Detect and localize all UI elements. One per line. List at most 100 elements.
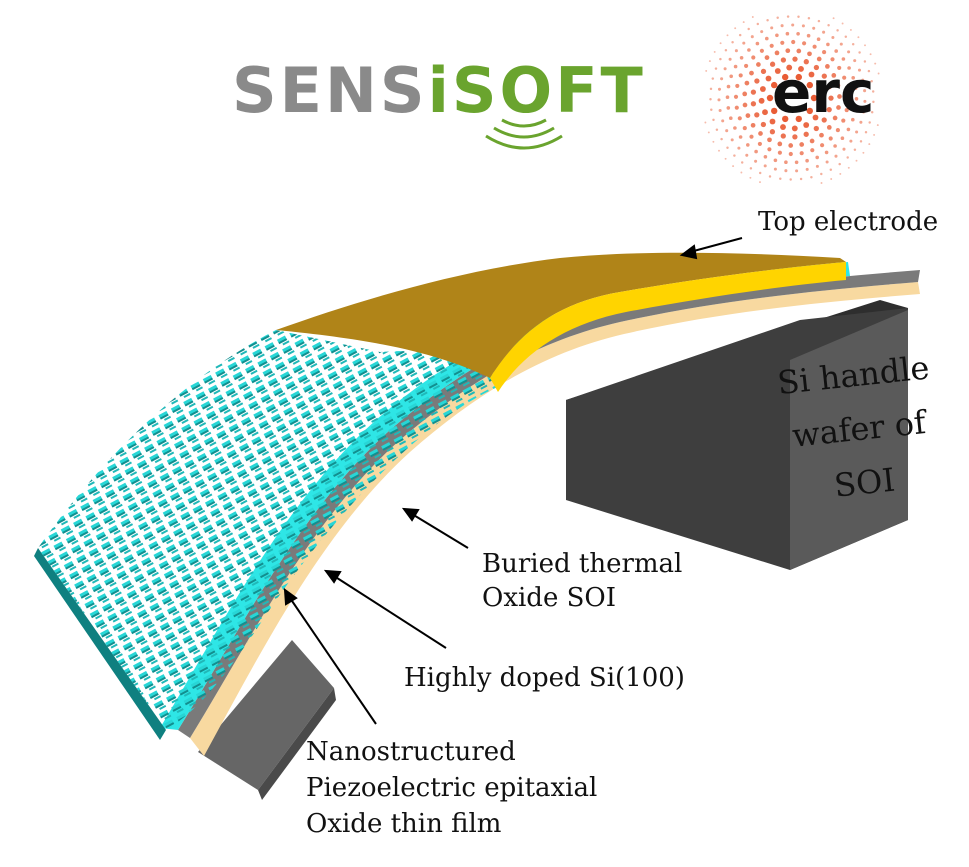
erc-dot <box>766 76 772 82</box>
erc-dot <box>719 109 722 112</box>
erc-dot <box>842 23 844 25</box>
erc-dot <box>789 178 791 180</box>
erc-dot <box>735 84 739 88</box>
erc-dot <box>747 48 751 52</box>
erc-dot <box>758 131 763 136</box>
erc-dot <box>776 17 778 19</box>
erc-dot <box>758 142 762 146</box>
erc-dot <box>848 167 850 169</box>
erc-dot <box>796 49 801 54</box>
erc-dot <box>734 27 736 29</box>
label-buried-oxide-line2: Oxide SOI <box>482 583 616 613</box>
erc-dot <box>813 45 817 49</box>
erc-dot <box>747 28 749 30</box>
erc-dot <box>739 73 743 77</box>
erc-dot <box>807 34 811 38</box>
erc-dot <box>733 126 737 130</box>
erc-dot <box>786 32 790 36</box>
erc-dot <box>729 58 732 61</box>
erc-dot <box>751 35 754 38</box>
erc-dot <box>731 41 733 43</box>
erc-dot <box>754 78 759 83</box>
erc-dot <box>842 148 845 151</box>
erc-dot <box>718 88 721 91</box>
erc-dot <box>822 50 826 54</box>
erc-dot <box>840 43 843 46</box>
erc-dot <box>746 113 751 118</box>
erc-dot <box>831 36 834 39</box>
label-nano-film-line3: Oxide thin film <box>306 809 501 839</box>
sensisoft-logo-part3: SOFT <box>452 54 646 127</box>
erc-dot <box>820 173 822 175</box>
erc-dot <box>791 40 795 44</box>
erc-dot <box>778 151 782 155</box>
erc-dot <box>720 42 722 44</box>
erc-dot <box>761 69 766 74</box>
erc-dot <box>727 106 731 110</box>
erc-dot <box>834 49 838 53</box>
erc-dot <box>746 143 750 147</box>
erc-dot <box>762 109 768 115</box>
erc-dot <box>862 152 864 154</box>
erc-dot <box>815 156 819 160</box>
erc-dot <box>737 147 740 150</box>
sensisoft-logo: SENSiSOFT <box>232 54 646 148</box>
erc-dot <box>802 24 805 27</box>
label-handle-wafer-line3: SOI <box>832 461 896 505</box>
erc-dot <box>810 148 814 152</box>
erc-dot <box>855 130 858 133</box>
erc-dot <box>765 55 770 60</box>
erc-dot <box>864 44 866 46</box>
erc-dot <box>708 131 710 133</box>
erc-dot <box>743 103 748 108</box>
erc-dot <box>860 140 862 142</box>
erc-dot <box>833 17 835 19</box>
erc-dot <box>873 134 875 136</box>
erc-dot <box>709 98 711 100</box>
erc-dot <box>741 161 743 163</box>
erc-dot <box>849 140 852 143</box>
erc-dot <box>856 160 858 162</box>
erc-dot <box>740 172 742 174</box>
erc-logo-text: erc <box>772 58 874 126</box>
erc-dot <box>735 106 739 110</box>
erc-dot <box>870 53 872 55</box>
erc-dot <box>724 67 727 70</box>
erc-dot <box>756 62 761 67</box>
erc-dot <box>807 51 812 56</box>
erc-dot <box>749 71 754 76</box>
label-nano-film-line2: Piezoelectric epitaxial <box>306 773 597 803</box>
erc-dot <box>751 55 755 59</box>
erc-dot <box>770 26 773 29</box>
svg-text:SENSiSOFT: SENSiSOFT <box>232 54 646 127</box>
erc-dot <box>756 42 760 46</box>
erc-dot <box>816 165 819 168</box>
erc-dot <box>760 30 763 33</box>
erc-dot <box>719 58 721 60</box>
erc-dot <box>767 147 771 151</box>
erc-dot <box>812 27 815 30</box>
erc-dot <box>769 175 771 177</box>
erc-dot <box>725 49 727 51</box>
erc-dot <box>800 178 802 180</box>
label-nano-film-line1: Nanostructured <box>306 737 516 767</box>
erc-dot <box>874 63 876 65</box>
erc-dot <box>814 126 819 131</box>
erc-dot <box>774 168 777 171</box>
erc-dot <box>792 134 797 139</box>
erc-dot <box>841 136 845 140</box>
erc-dot <box>852 43 854 45</box>
erc-dot <box>712 141 714 143</box>
erc-dot <box>759 172 761 174</box>
erc-dot <box>766 19 768 21</box>
erc-dot <box>749 177 751 179</box>
erc-dot <box>820 143 824 147</box>
erc-dot <box>705 70 707 72</box>
erc-dot <box>759 98 765 104</box>
sensisoft-logo-part1: SENS <box>232 54 428 127</box>
erc-dot <box>838 163 840 165</box>
erc-dot <box>788 143 793 148</box>
erc-dot <box>826 160 829 163</box>
erc-dot <box>795 169 798 172</box>
